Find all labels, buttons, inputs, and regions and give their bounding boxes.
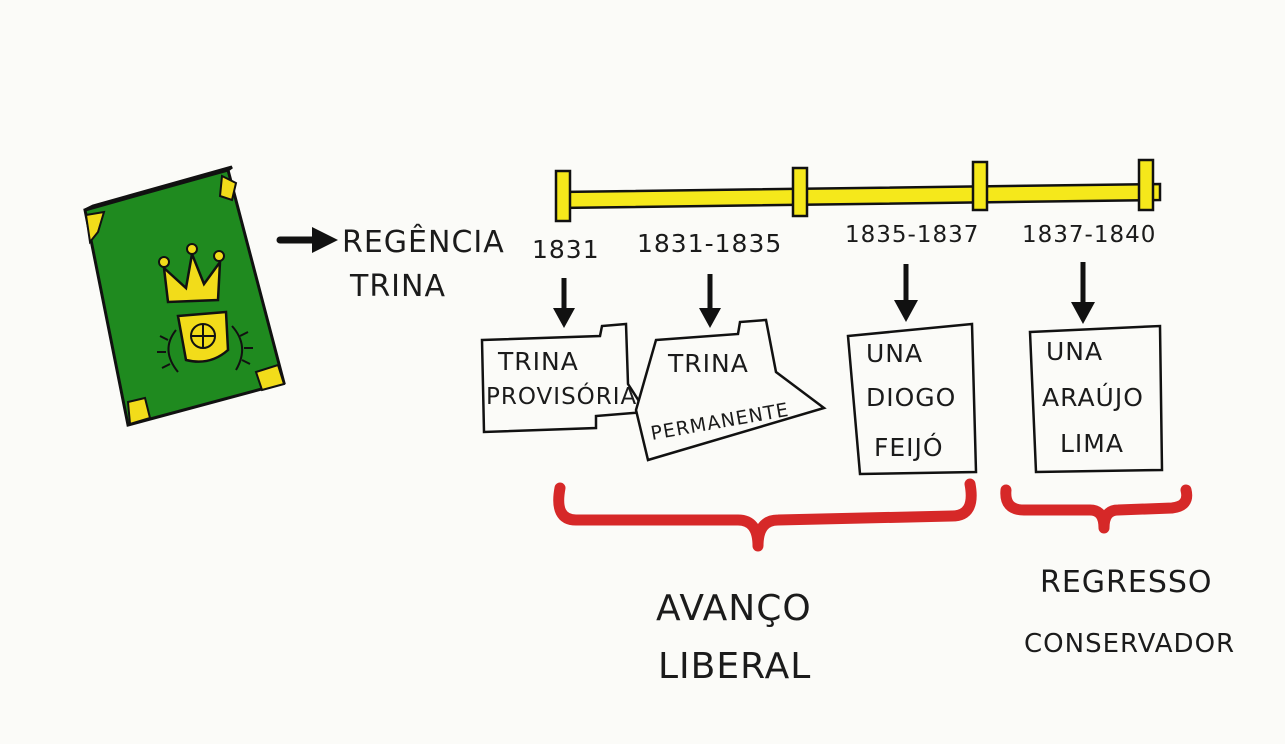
period-1: 1831 TRINA PROVISÓRIA	[480, 235, 649, 434]
period-box	[480, 322, 649, 434]
arrow-down-icon	[894, 264, 918, 322]
period-3: 1835-1837 UNA DIOGO FEIJÓ	[845, 222, 979, 476]
period-box-line3: FEIJÓ	[874, 432, 944, 462]
period-2: 1831-1835 TRINA PERMANENTE	[634, 229, 827, 462]
green-book-with-crown-icon	[83, 165, 286, 427]
group-label-line2: CONSERVADOR	[1024, 629, 1235, 659]
period-box-line1: TRINA	[667, 349, 749, 378]
period-years: 1831-1835	[637, 229, 782, 258]
period-years: 1835-1837	[845, 222, 979, 248]
arrow-down-icon	[699, 274, 721, 328]
period-box-line1: TRINA	[497, 347, 579, 376]
period-box-line1: UNA	[1046, 337, 1103, 366]
timeline-tick	[971, 160, 989, 212]
timeline-tick	[791, 166, 809, 218]
arrow-right-icon	[276, 227, 338, 253]
period-box	[846, 322, 978, 476]
group-label-line2: LIBERAL	[658, 646, 811, 687]
timeline-bar	[554, 158, 1162, 223]
timeline-tick	[1137, 158, 1155, 212]
period-box-line1: UNA	[866, 339, 923, 368]
group-label-line1: REGRESSO	[1040, 565, 1213, 600]
period-4: 1837-1840 UNA ARAÚJO LIMA	[1022, 222, 1164, 474]
period-box	[1028, 324, 1164, 474]
period-box	[634, 318, 827, 462]
period-years: 1831	[532, 235, 600, 264]
period-box-line2: ARAÚJO	[1042, 382, 1144, 412]
period-box-line2: PROVISÓRIA	[486, 382, 637, 410]
main-label-line2: TRINA	[349, 269, 446, 304]
bracket-liberal	[553, 478, 977, 552]
arrow-down-icon	[1071, 262, 1095, 324]
timeline-tick	[554, 169, 572, 223]
group-label-line1: AVANÇO	[656, 588, 812, 629]
period-box-line3: LIMA	[1060, 429, 1124, 458]
period-box-line2: DIOGO	[866, 383, 956, 412]
period-years: 1837-1840	[1022, 222, 1156, 248]
arrow-down-icon	[553, 278, 575, 328]
main-label-line1: REGÊNCIA	[342, 224, 505, 260]
bracket-conservador	[1000, 484, 1193, 534]
